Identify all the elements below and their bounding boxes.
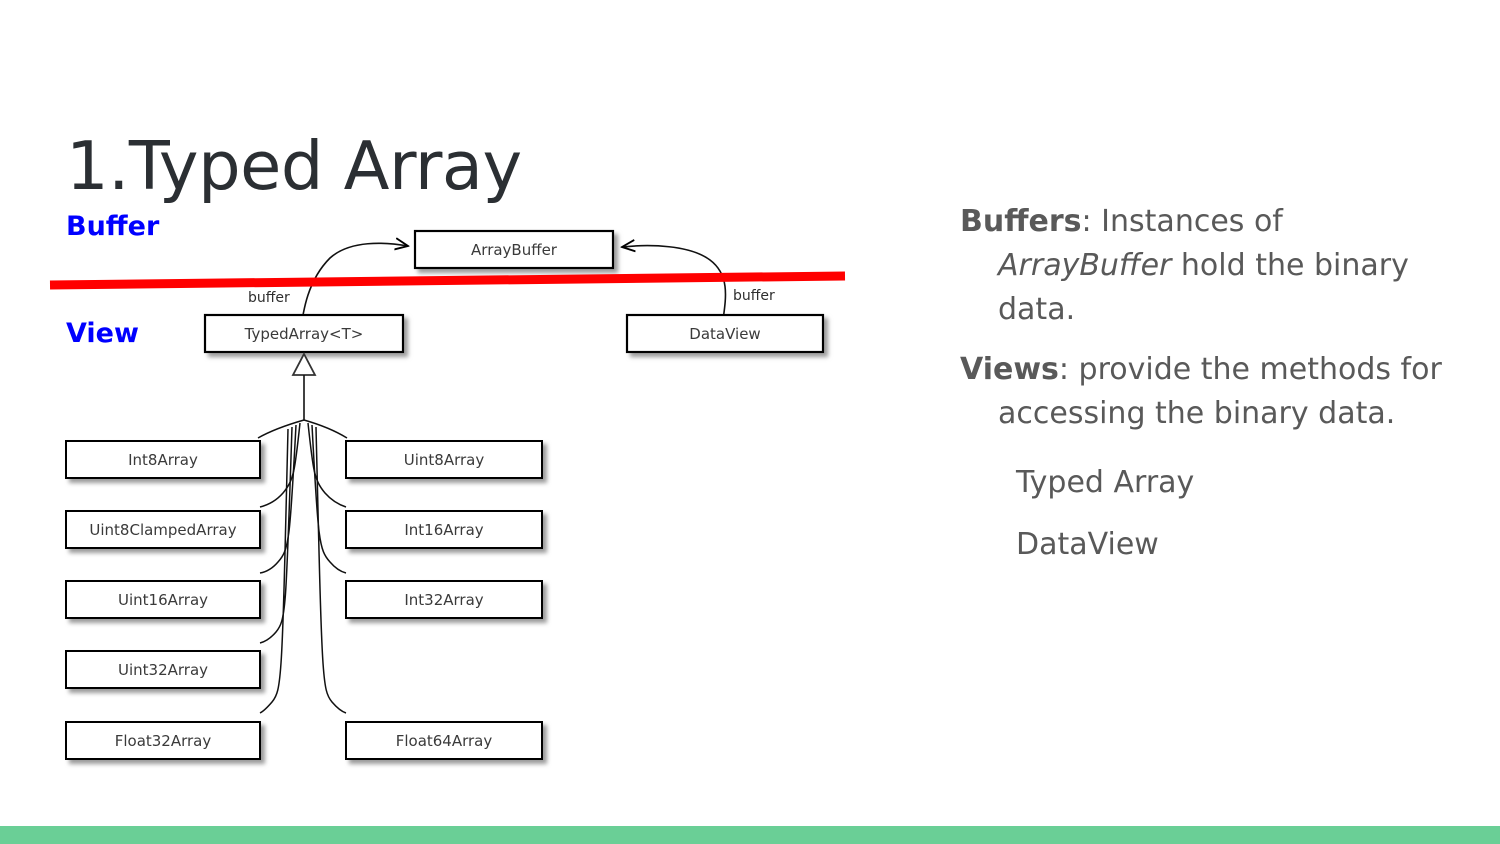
subclass-connectors-left xyxy=(257,419,305,714)
subclass-box: Float32Array xyxy=(65,721,261,760)
subclass-box-label: Uint16Array xyxy=(118,591,208,609)
diagram-box-typedarray: TypedArray<T> xyxy=(203,313,405,354)
typed-array-class-diagram: ArrayBuffer buffer buffer TypedArray<T> … xyxy=(0,180,900,800)
diagram-box-label: TypedArray<T> xyxy=(244,325,364,343)
subclass-box: Int8Array xyxy=(65,440,261,479)
uml-generalization-triangle xyxy=(291,352,317,376)
subclass-box-label: Int32Array xyxy=(404,591,483,609)
subitem-typed-array: Typed Array xyxy=(1016,465,1195,500)
edge-dataview-to-arraybuffer xyxy=(622,246,727,321)
subitem-dataview: DataView xyxy=(1016,527,1159,562)
paragraph-views: Views: provide the methods for accessing… xyxy=(960,348,1460,436)
page-title: 1.Typed Array xyxy=(66,126,522,205)
diagram-box-dataview: DataView xyxy=(625,313,825,354)
paragraph-buffers: Buffers: Instances of ArrayBuffer hold t… xyxy=(960,200,1460,332)
paragraph-lead: Buffers xyxy=(960,204,1082,239)
bottom-accent-bar xyxy=(0,826,1500,844)
subclass-box-label: Uint8Array xyxy=(404,451,485,469)
section-label-buffer: Buffer xyxy=(66,211,160,242)
subclass-connectors-right xyxy=(303,419,348,714)
subclass-box: Float64Array xyxy=(345,721,543,760)
edge-typedarray-to-arraybuffer xyxy=(299,243,408,336)
subclass-box: Uint8ClampedArray xyxy=(65,510,261,549)
edge-label-buffer-left: buffer xyxy=(248,290,290,306)
subclass-box-label: Int16Array xyxy=(404,521,483,539)
subclass-box-label: Uint32Array xyxy=(118,661,208,679)
buffer-view-divider-line xyxy=(49,271,846,290)
subclass-box-label: Float64Array xyxy=(396,732,493,750)
diagram-box-arraybuffer: ArrayBuffer xyxy=(413,229,615,270)
paragraph-text: : Instances of xyxy=(1081,204,1283,239)
edge-label-buffer-right: buffer xyxy=(733,288,775,304)
paragraph-tail: hold the binary data. xyxy=(998,248,1409,327)
subclass-box: Uint8Array xyxy=(345,440,543,479)
paragraph-text: : provide the methods for accessing the … xyxy=(998,352,1442,431)
diagram-box-label: ArrayBuffer xyxy=(471,241,558,259)
section-label-view: View xyxy=(66,318,139,349)
subclass-box-label: Float32Array xyxy=(115,732,212,750)
subclass-box: Uint16Array xyxy=(65,580,261,619)
subclass-box: Int32Array xyxy=(345,580,543,619)
description-panel: Buffers: Instances of ArrayBuffer hold t… xyxy=(960,200,1460,576)
diagram-box-label: DataView xyxy=(689,325,760,343)
subclass-box-label: Int8Array xyxy=(128,451,198,469)
subclass-box: Uint32Array xyxy=(65,650,261,689)
subclass-box-label: Uint8ClampedArray xyxy=(89,521,236,539)
subclass-box: Int16Array xyxy=(345,510,543,549)
paragraph-lead: Views xyxy=(960,352,1059,387)
paragraph-emphasis: ArrayBuffer xyxy=(998,248,1172,283)
